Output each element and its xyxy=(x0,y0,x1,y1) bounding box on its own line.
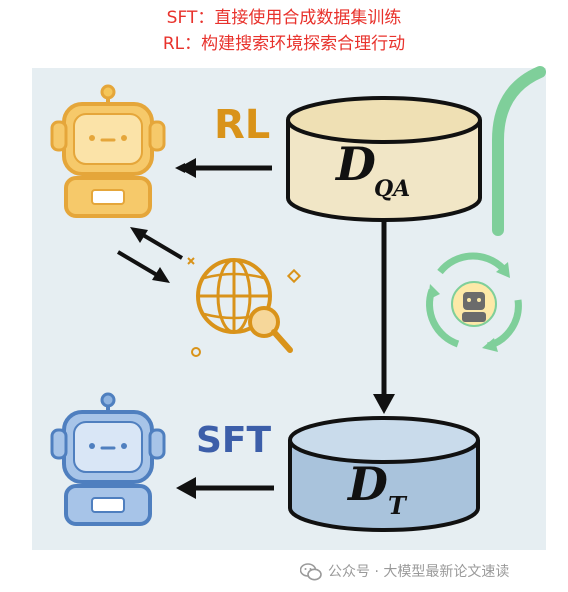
interaction-arrows xyxy=(116,227,184,283)
sft-robot-icon xyxy=(50,392,166,526)
caption-sft: SFT：直接使用合成数据集训练 xyxy=(166,8,402,28)
cycle-robot-icon xyxy=(426,252,522,352)
globe-search-icon xyxy=(187,257,302,357)
dqa-database xyxy=(286,96,482,222)
rl-label: RL xyxy=(214,102,270,148)
caption-rl: RL：构建搜索环境探索合理行动 xyxy=(162,34,406,54)
dt-label: D xyxy=(346,457,388,511)
arrow-dt-head xyxy=(176,477,196,499)
sft-label: SFT xyxy=(196,420,272,461)
wechat-icon xyxy=(300,563,322,581)
footer-text: 公众号 · 大模型最新论文速读 xyxy=(328,564,510,580)
green-arc xyxy=(492,66,546,236)
rl-robot-icon xyxy=(50,84,166,218)
dqa-label: D xyxy=(334,137,376,191)
dqa-subscript: QA xyxy=(374,176,410,202)
footer-watermark: 公众号 · 大模型最新论文速读 xyxy=(300,560,560,584)
dt-subscript: T xyxy=(388,491,408,520)
arrow-dqa-to-dt-head xyxy=(373,394,395,414)
dt-database xyxy=(288,416,480,532)
